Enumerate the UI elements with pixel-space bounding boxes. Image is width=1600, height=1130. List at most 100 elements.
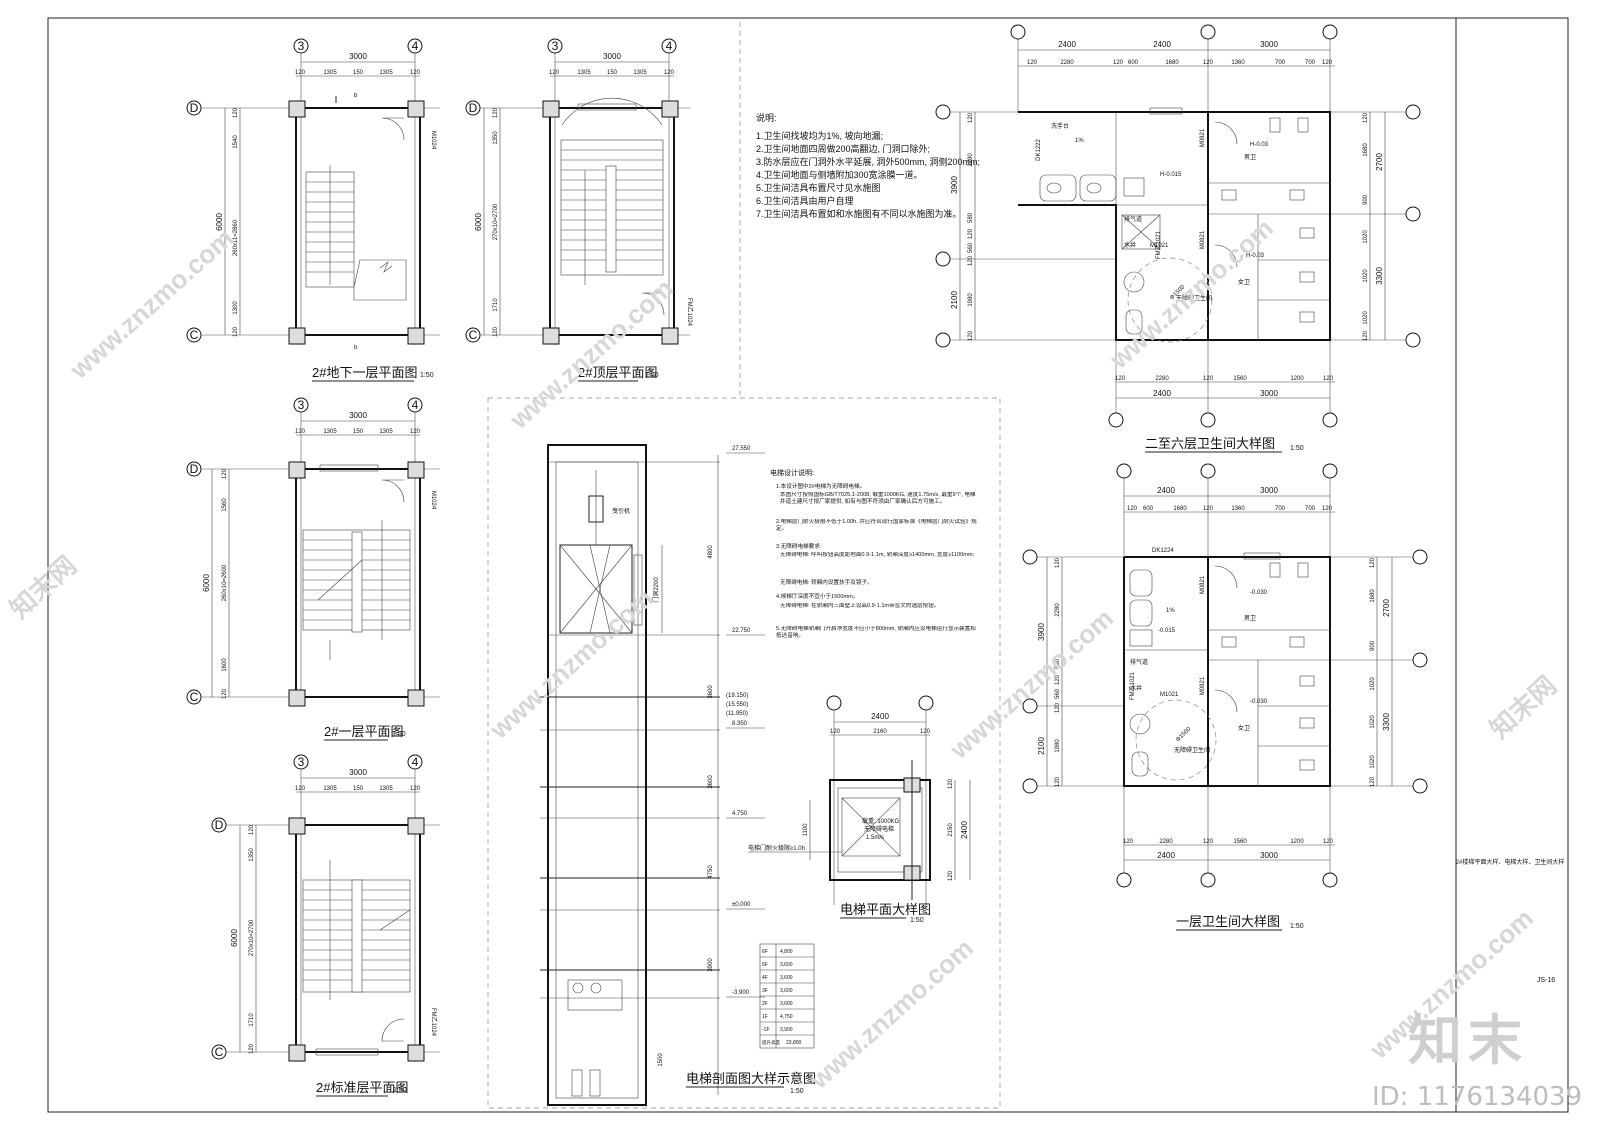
svg-text:3000: 3000 [1260,851,1278,860]
svg-text:120: 120 [410,786,421,792]
svg-text:1F: 1F [762,1014,768,1020]
svg-text:900: 900 [1370,640,1376,651]
svg-text:120: 120 [1123,839,1134,845]
svg-text:DK1222: DK1222 [1036,138,1042,160]
svg-text:120: 120 [1055,557,1061,568]
svg-text:1305: 1305 [633,70,647,76]
svg-text:700: 700 [1275,60,1286,66]
svg-text:3,600: 3,600 [780,962,793,968]
svg-text:C: C [215,1045,224,1059]
svg-text:270x10=2700: 270x10=2700 [493,203,499,240]
svg-text:700: 700 [1305,506,1316,512]
svg-text:电梯设计说明:: 电梯设计说明: [770,468,814,477]
svg-text:二至六层卫生间大样图: 二至六层卫生间大样图 [1145,436,1275,451]
svg-text:120: 120 [1027,60,1038,66]
svg-text:H-0.03: H-0.03 [1250,142,1269,148]
svg-text:700: 700 [1275,506,1286,512]
svg-text:560: 560 [968,242,974,253]
door-tag: M1024 [430,131,436,150]
dim-1305-a: 1305 [323,70,337,76]
door-fire-note: 电梯门耐火极限≥1.0h [748,844,805,852]
left-seg-3: 1300 [233,301,239,315]
svg-text:2280: 2280 [1055,603,1061,617]
svg-text:2280: 2280 [1155,376,1169,382]
sheet-title: 2#楼梯平面大样、电梯大样、卫生间大样 [1456,858,1565,866]
watermark-id: ID: 1176134039 [1372,1082,1583,1112]
svg-text:±0.000: ±0.000 [732,902,751,908]
svg-text:2#一层平面图: 2#一层平面图 [324,724,403,739]
shaft-outline [547,444,647,1106]
svg-text:4,750: 4,750 [780,1014,793,1020]
svg-text:1680: 1680 [1173,506,1187,512]
svg-text:4: 4 [412,755,419,769]
svg-text:1680: 1680 [1165,60,1179,66]
svg-text:-0.030: -0.030 [1250,590,1268,596]
dim-150: 150 [353,70,364,76]
svg-text:一层卫生间大样图: 一层卫生间大样图 [1176,914,1280,929]
svg-text:1710: 1710 [493,298,499,312]
section-mark-bottom: b [354,345,358,351]
svg-text:(11.950): (11.950) [726,711,748,717]
svg-text:120: 120 [1322,506,1333,512]
svg-text:3000: 3000 [1260,389,1278,398]
svg-text:8.350: 8.350 [732,721,748,727]
svg-text:3900: 3900 [1037,623,1046,641]
svg-text:-0.030: -0.030 [1250,699,1268,705]
door-tag: FM乙1024 [686,298,693,327]
svg-text:男卫: 男卫 [1244,615,1256,622]
svg-text:1305: 1305 [379,786,393,792]
svg-text:M0821: M0821 [1200,230,1206,249]
svg-text:女卫: 女卫 [1238,278,1250,286]
svg-text:1:50: 1:50 [1290,445,1304,452]
svg-text:2700: 2700 [1375,153,1384,171]
svg-text:4.750: 4.750 [732,811,748,817]
svg-text:3.防水层应在门洞外水平延展, 洞外500mm, 洞侧200: 3.防水层应在门洞外水平延展, 洞外500mm, 洞侧200mm; [756,156,980,167]
svg-text:150: 150 [607,70,618,76]
svg-text:Φ1500: Φ1500 [1175,726,1193,744]
svg-text:1:50: 1:50 [910,917,924,924]
grid-label-4: 4 [412,39,419,53]
svg-text:无障碍电梯: 无障碍电梯 [864,825,894,833]
svg-text:1:50: 1:50 [392,731,406,738]
svg-text:7.卫生间洁具布置如和水施图有不同以水施图为准。: 7.卫生间洁具布置如和水施图有不同以水施图为准。 [756,208,962,219]
svg-text:700: 700 [1305,60,1316,66]
svg-text:120: 120 [493,107,499,118]
svg-text:120: 120 [830,729,841,735]
svg-text:提升高度: 提升高度 [762,1039,780,1046]
stair-treads [305,165,407,301]
svg-text:1710: 1710 [249,1013,255,1027]
svg-text:1305: 1305 [379,429,393,435]
column [407,100,425,118]
svg-text:120: 120 [968,112,974,123]
section-title: 电梯剖面图大样示意图 [686,1071,816,1086]
svg-text:1305: 1305 [323,429,337,435]
machine-label: 曳引机 [612,507,630,515]
left-end-bottom: 120 [233,326,239,337]
toilet-upper-plan: 2400 2400 3000 120 2280 120 600 1680 120… [935,24,1421,453]
svg-text:M1021: M1021 [1160,692,1179,698]
svg-text:5.卫生间洁具布置尺寸见水施图: 5.卫生间洁具布置尺寸见水施图 [756,182,881,193]
svg-text:2150: 2150 [948,823,954,837]
svg-text:150: 150 [353,429,364,435]
svg-text:3.无障碍电梯要求:: 3.无障碍电梯要求: [776,542,822,550]
svg-text:1020: 1020 [1370,677,1376,691]
svg-text:1%: 1% [1075,138,1084,144]
left-seg-2: 260x11=2860 [233,219,239,256]
column [288,100,306,118]
svg-text:580: 580 [1055,658,1061,669]
svg-text:4: 4 [412,398,419,412]
svg-text:1:50: 1:50 [393,1087,407,1094]
svg-text:电梯平面大样图: 电梯平面大样图 [840,902,931,917]
svg-text:M0821: M0821 [1200,128,1206,147]
svg-text:120: 120 [1055,776,1061,787]
svg-text:120: 120 [968,330,974,341]
svg-text:120: 120 [1115,376,1126,382]
stair-1f-plan: 3 4 D C 3000 120 1305 150 1305 120 6000 … [186,397,440,741]
grid-label-3: 3 [298,39,305,53]
svg-text:3000: 3000 [349,411,367,420]
svg-text:3,900: 3,900 [780,1027,793,1033]
svg-text:120: 120 [1055,702,1061,713]
stair-standard-plan: 3 4 D C 3000 120 1305 150 1305 120 6000 … [211,754,440,1097]
svg-text:120: 120 [249,824,255,835]
top-dimension: 3000 [603,52,621,61]
